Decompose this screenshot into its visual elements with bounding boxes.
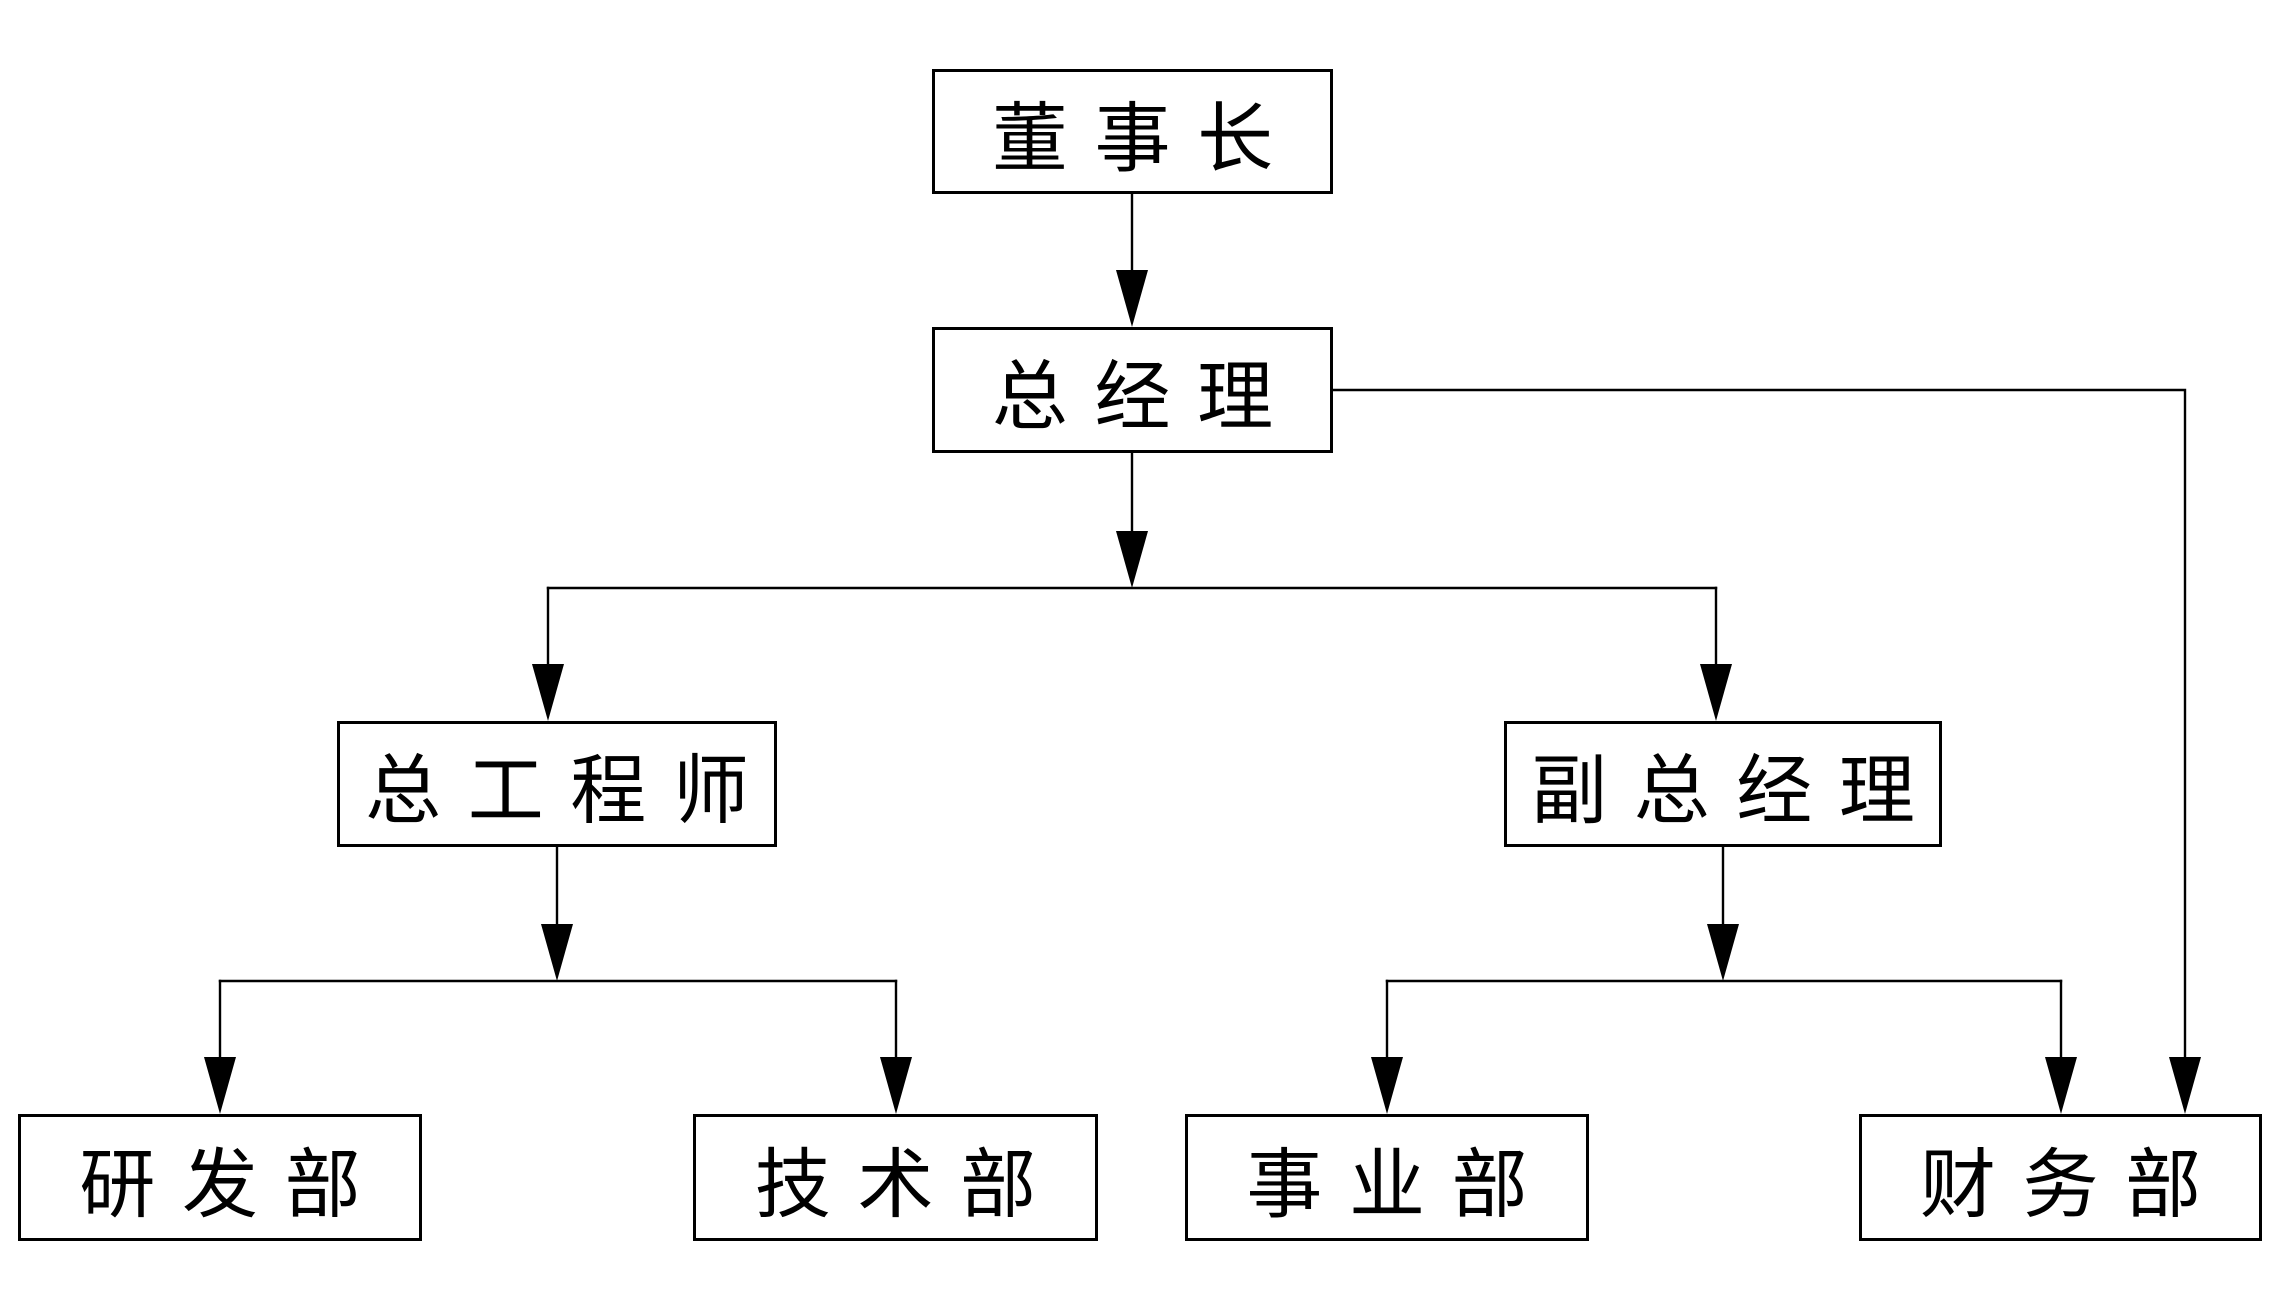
edge-splitter-to-chief-engineer	[532, 586, 564, 721]
edge-splitter2l-to-tech-dept	[880, 979, 912, 1114]
edge-splitter2l-to-rd-dept	[204, 979, 236, 1114]
arrowhead-into-splitter2l	[541, 924, 573, 981]
node-tech-dept: 技术部	[693, 1114, 1098, 1241]
edge-splitter-to-deputy-gm	[1700, 586, 1732, 721]
arrowhead-into-rd-dept	[204, 1057, 236, 1114]
node-finance-dept: 财务部	[1859, 1114, 2262, 1241]
edge-general-manager-to-finance-dept	[1331, 388, 2201, 1114]
node-business-dept: 事业部	[1185, 1114, 1589, 1241]
edge-splitter2r-to-business-dept	[1371, 979, 1403, 1114]
node-deputy-general-manager: 副总经理	[1504, 721, 1942, 847]
edge-general-manager-to-splitter	[546, 451, 1718, 590]
edge-splitter2r-to-finance-dept	[2045, 979, 2077, 1114]
arrowhead-gm-into-finance-dept	[2169, 1057, 2201, 1114]
arrowhead-into-deputy-gm	[1700, 664, 1732, 721]
arrowhead-into-business-dept	[1371, 1057, 1403, 1114]
arrowhead-into-tech-dept	[880, 1057, 912, 1114]
node-chairman: 董事长	[932, 69, 1333, 194]
arrowhead-into-chief-engineer	[532, 664, 564, 721]
arrowhead-into-general-manager	[1116, 270, 1148, 327]
edge-chairman-to-general-manager	[1116, 192, 1148, 327]
node-chief-engineer: 总工程师	[337, 721, 777, 847]
node-rd-dept: 研发部	[18, 1114, 422, 1241]
edge-chief-engineer-to-splitter2l	[218, 845, 898, 983]
arrowhead-into-splitter2r	[1707, 924, 1739, 981]
edge-deputy-gm-to-splitter2r	[1385, 845, 2063, 983]
node-general-manager: 总经理	[932, 327, 1333, 453]
arrowhead-into-splitter1	[1116, 531, 1148, 588]
arrowhead-into-finance-dept	[2045, 1057, 2077, 1114]
